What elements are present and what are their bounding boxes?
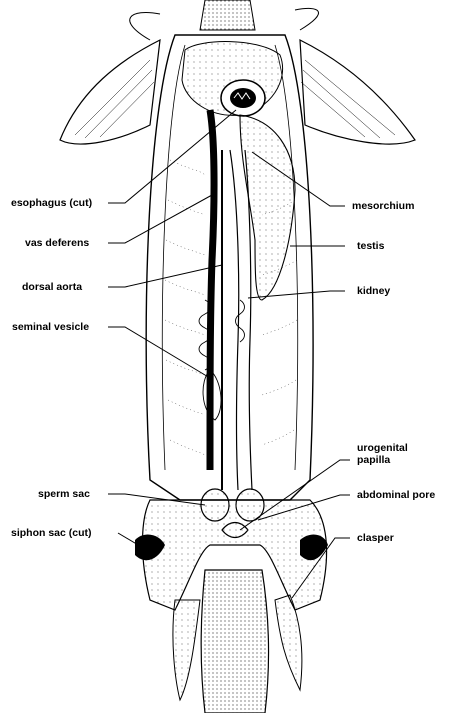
left-clasper xyxy=(172,599,201,702)
label-kidney: kidney xyxy=(357,285,391,297)
leader-lines xyxy=(108,109,350,599)
left-pectoral-fin xyxy=(59,38,161,145)
label-abdominal-pore: abdominal pore xyxy=(357,489,436,501)
leader-kidney xyxy=(247,290,345,299)
peritoneal-striations xyxy=(164,159,298,456)
seminal-vesicle-coils xyxy=(198,299,245,421)
leader-esophagus xyxy=(108,109,237,204)
label-vas-deferens: vas deferens xyxy=(25,237,90,249)
leader-siphon-sac xyxy=(117,532,151,553)
right-clasper xyxy=(274,594,303,692)
kidney-shape xyxy=(229,149,240,491)
leader-vas-deferens xyxy=(108,194,213,244)
label-dorsal-aorta: dorsal aorta xyxy=(22,281,83,293)
fin-rays xyxy=(74,59,396,139)
head-region xyxy=(199,0,256,31)
label-urogenital-line1: urogenital xyxy=(357,442,408,454)
label-seminal-vesicle: seminal vesicle xyxy=(12,321,90,333)
leader-sperm-sac xyxy=(108,493,206,506)
leader-seminal-vesicle xyxy=(108,326,211,379)
label-testis: testis xyxy=(357,240,385,252)
leader-clasper xyxy=(291,537,350,599)
siphon-sac-right xyxy=(300,534,328,561)
tail xyxy=(200,569,270,713)
leader-dorsal-aorta xyxy=(108,264,223,288)
label-siphon-sac: siphon sac (cut) xyxy=(11,527,92,539)
label-clasper: clasper xyxy=(357,532,394,544)
label-esophagus: esophagus (cut) xyxy=(11,197,93,209)
label-urogenital-line2: papilla xyxy=(357,454,391,466)
right-pectoral-fin xyxy=(299,38,416,145)
label-mesorchium: mesorchium xyxy=(352,200,415,212)
leader-mesorchium xyxy=(251,151,345,207)
leader-abdominal-pore xyxy=(257,494,350,521)
vas-deferens-shape xyxy=(206,109,218,471)
label-sperm-sac: sperm sac xyxy=(38,488,90,500)
siphon-sac-left xyxy=(135,534,165,561)
body-wall-inner xyxy=(161,44,186,471)
pelvic-region xyxy=(141,499,328,611)
leader-urogenital-papilla xyxy=(239,459,350,531)
